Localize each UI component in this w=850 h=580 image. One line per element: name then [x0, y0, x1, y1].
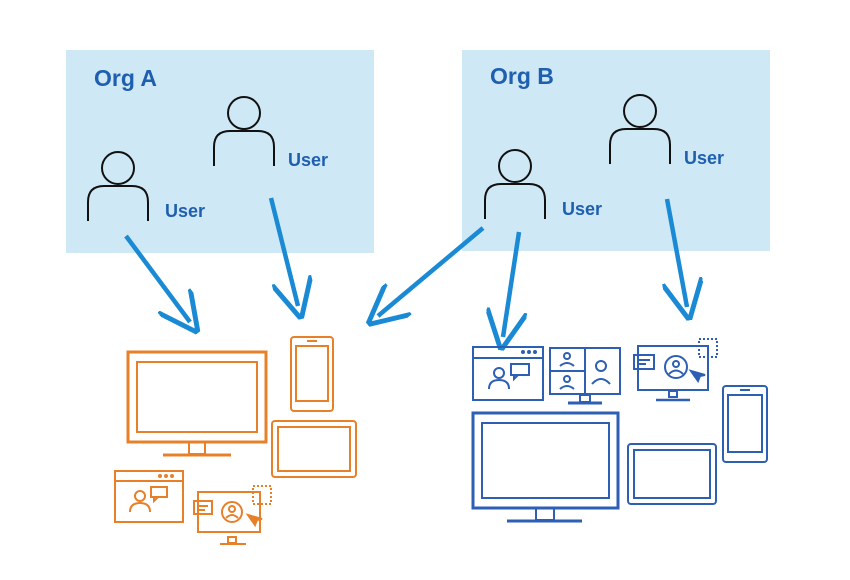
- arrow-org-a-user1-to-org-a-devices: [124, 234, 190, 322]
- tablet-icon: [271, 420, 357, 478]
- access-arrows: [124, 197, 687, 337]
- desktop-monitor-icon: [126, 350, 268, 457]
- org-b-devices: [471, 338, 768, 523]
- phone-icon: [722, 385, 768, 463]
- arrow-org-b-user-to-org-b-devices: [503, 231, 519, 337]
- user-icon: [484, 149, 546, 219]
- video-grid-monitor-icon: [549, 347, 621, 405]
- phone-icon: [290, 336, 334, 412]
- user-icon: [213, 96, 275, 166]
- org-a-box: Org A User User: [66, 50, 374, 253]
- org-b-box: Org B User User: [462, 50, 770, 251]
- arrow-org-b-user2-to-org-b-devices: [667, 198, 687, 307]
- user-label: User: [288, 150, 328, 170]
- arrow-org-b-user-to-org-a-devices: [378, 226, 485, 316]
- desktop-monitor-icon: [471, 411, 620, 523]
- video-chat-window-icon: [114, 470, 184, 523]
- arrow-org-a-user2-to-org-a-devices: [268, 197, 298, 306]
- user-icon: [87, 151, 149, 221]
- screen-share-monitor-icon: [633, 338, 718, 402]
- tablet-icon: [627, 443, 717, 505]
- user-label: User: [562, 199, 602, 219]
- org-a-devices: [114, 336, 357, 545]
- org-b-title: Org B: [490, 63, 554, 89]
- user-label: User: [684, 148, 724, 168]
- video-chat-window-icon: [472, 346, 544, 401]
- user-label: User: [165, 201, 205, 221]
- user-icon: [609, 94, 671, 164]
- org-a-title: Org A: [94, 65, 157, 91]
- screen-share-monitor-icon: [193, 485, 272, 545]
